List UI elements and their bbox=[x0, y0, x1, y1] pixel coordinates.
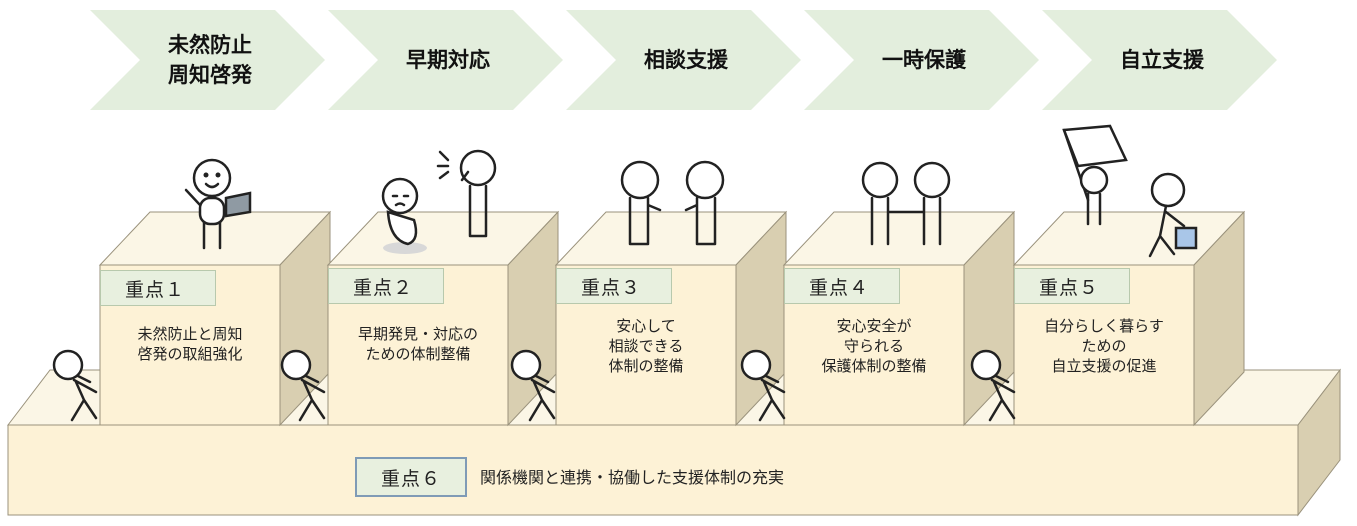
priority-badge-2: 重点２ bbox=[328, 268, 444, 304]
priority-badge-4: 重点４ bbox=[784, 268, 900, 304]
figure-talking-right bbox=[684, 160, 725, 246]
stage-chevron-3 bbox=[566, 10, 801, 110]
figure-sitting-sad bbox=[381, 177, 427, 254]
block-1 bbox=[98, 210, 332, 427]
figure-calling bbox=[436, 149, 497, 238]
figure-with-laptop bbox=[184, 158, 252, 250]
priority-description-2: 早期発見・対応の ための体制整備 bbox=[357, 325, 478, 363]
priority-description-4: 安心安全が 守られる 保護体制の整備 bbox=[821, 317, 927, 375]
pushing-figure-4 bbox=[740, 349, 786, 422]
priority-badge-6: 重点６ bbox=[355, 457, 467, 497]
priority-description-5: 自分らしく暮らす ための 自立支援の促進 bbox=[1044, 317, 1164, 375]
priority-badge-3: 重点３ bbox=[556, 268, 672, 304]
stage-label-prevention: 未然防止 周知啓発 bbox=[168, 33, 252, 87]
priority-description-3: 安心して 相談できる 体制の整備 bbox=[608, 317, 684, 375]
stage-chevron-4 bbox=[804, 10, 1039, 110]
stage-chevron-2 bbox=[328, 10, 563, 110]
figure-with-flag bbox=[1062, 124, 1128, 226]
pushing-figure-2 bbox=[280, 349, 326, 422]
stage-label-temporary-protection: 一時保護 bbox=[882, 48, 966, 72]
figures-shaking-hands bbox=[861, 161, 951, 246]
block-2 bbox=[326, 210, 560, 427]
pushing-figure-1 bbox=[52, 349, 98, 422]
stage-label-early-response: 早期対応 bbox=[406, 48, 490, 72]
stage-chevron-1 bbox=[90, 10, 325, 110]
figure-walking-with-bag bbox=[1148, 172, 1198, 258]
pushing-figure-3 bbox=[510, 349, 556, 422]
priority-description-6: 関係機関と連携・協働した支援体制の充実 bbox=[480, 468, 785, 487]
figure-talking-left bbox=[620, 160, 662, 246]
pushing-figure-5 bbox=[970, 349, 1016, 422]
priority-description-1: 未然防止と周知 啓発の取組強化 bbox=[137, 325, 243, 363]
stage-chevrons bbox=[90, 10, 1277, 110]
stage-label-consultation: 相談支援 bbox=[644, 48, 728, 72]
stage-label-independence: 自立支援 bbox=[1120, 48, 1204, 72]
stage-chevron-5 bbox=[1042, 10, 1277, 110]
priority-badge-1: 重点１ bbox=[100, 270, 216, 306]
priority-badge-5: 重点５ bbox=[1014, 268, 1130, 304]
